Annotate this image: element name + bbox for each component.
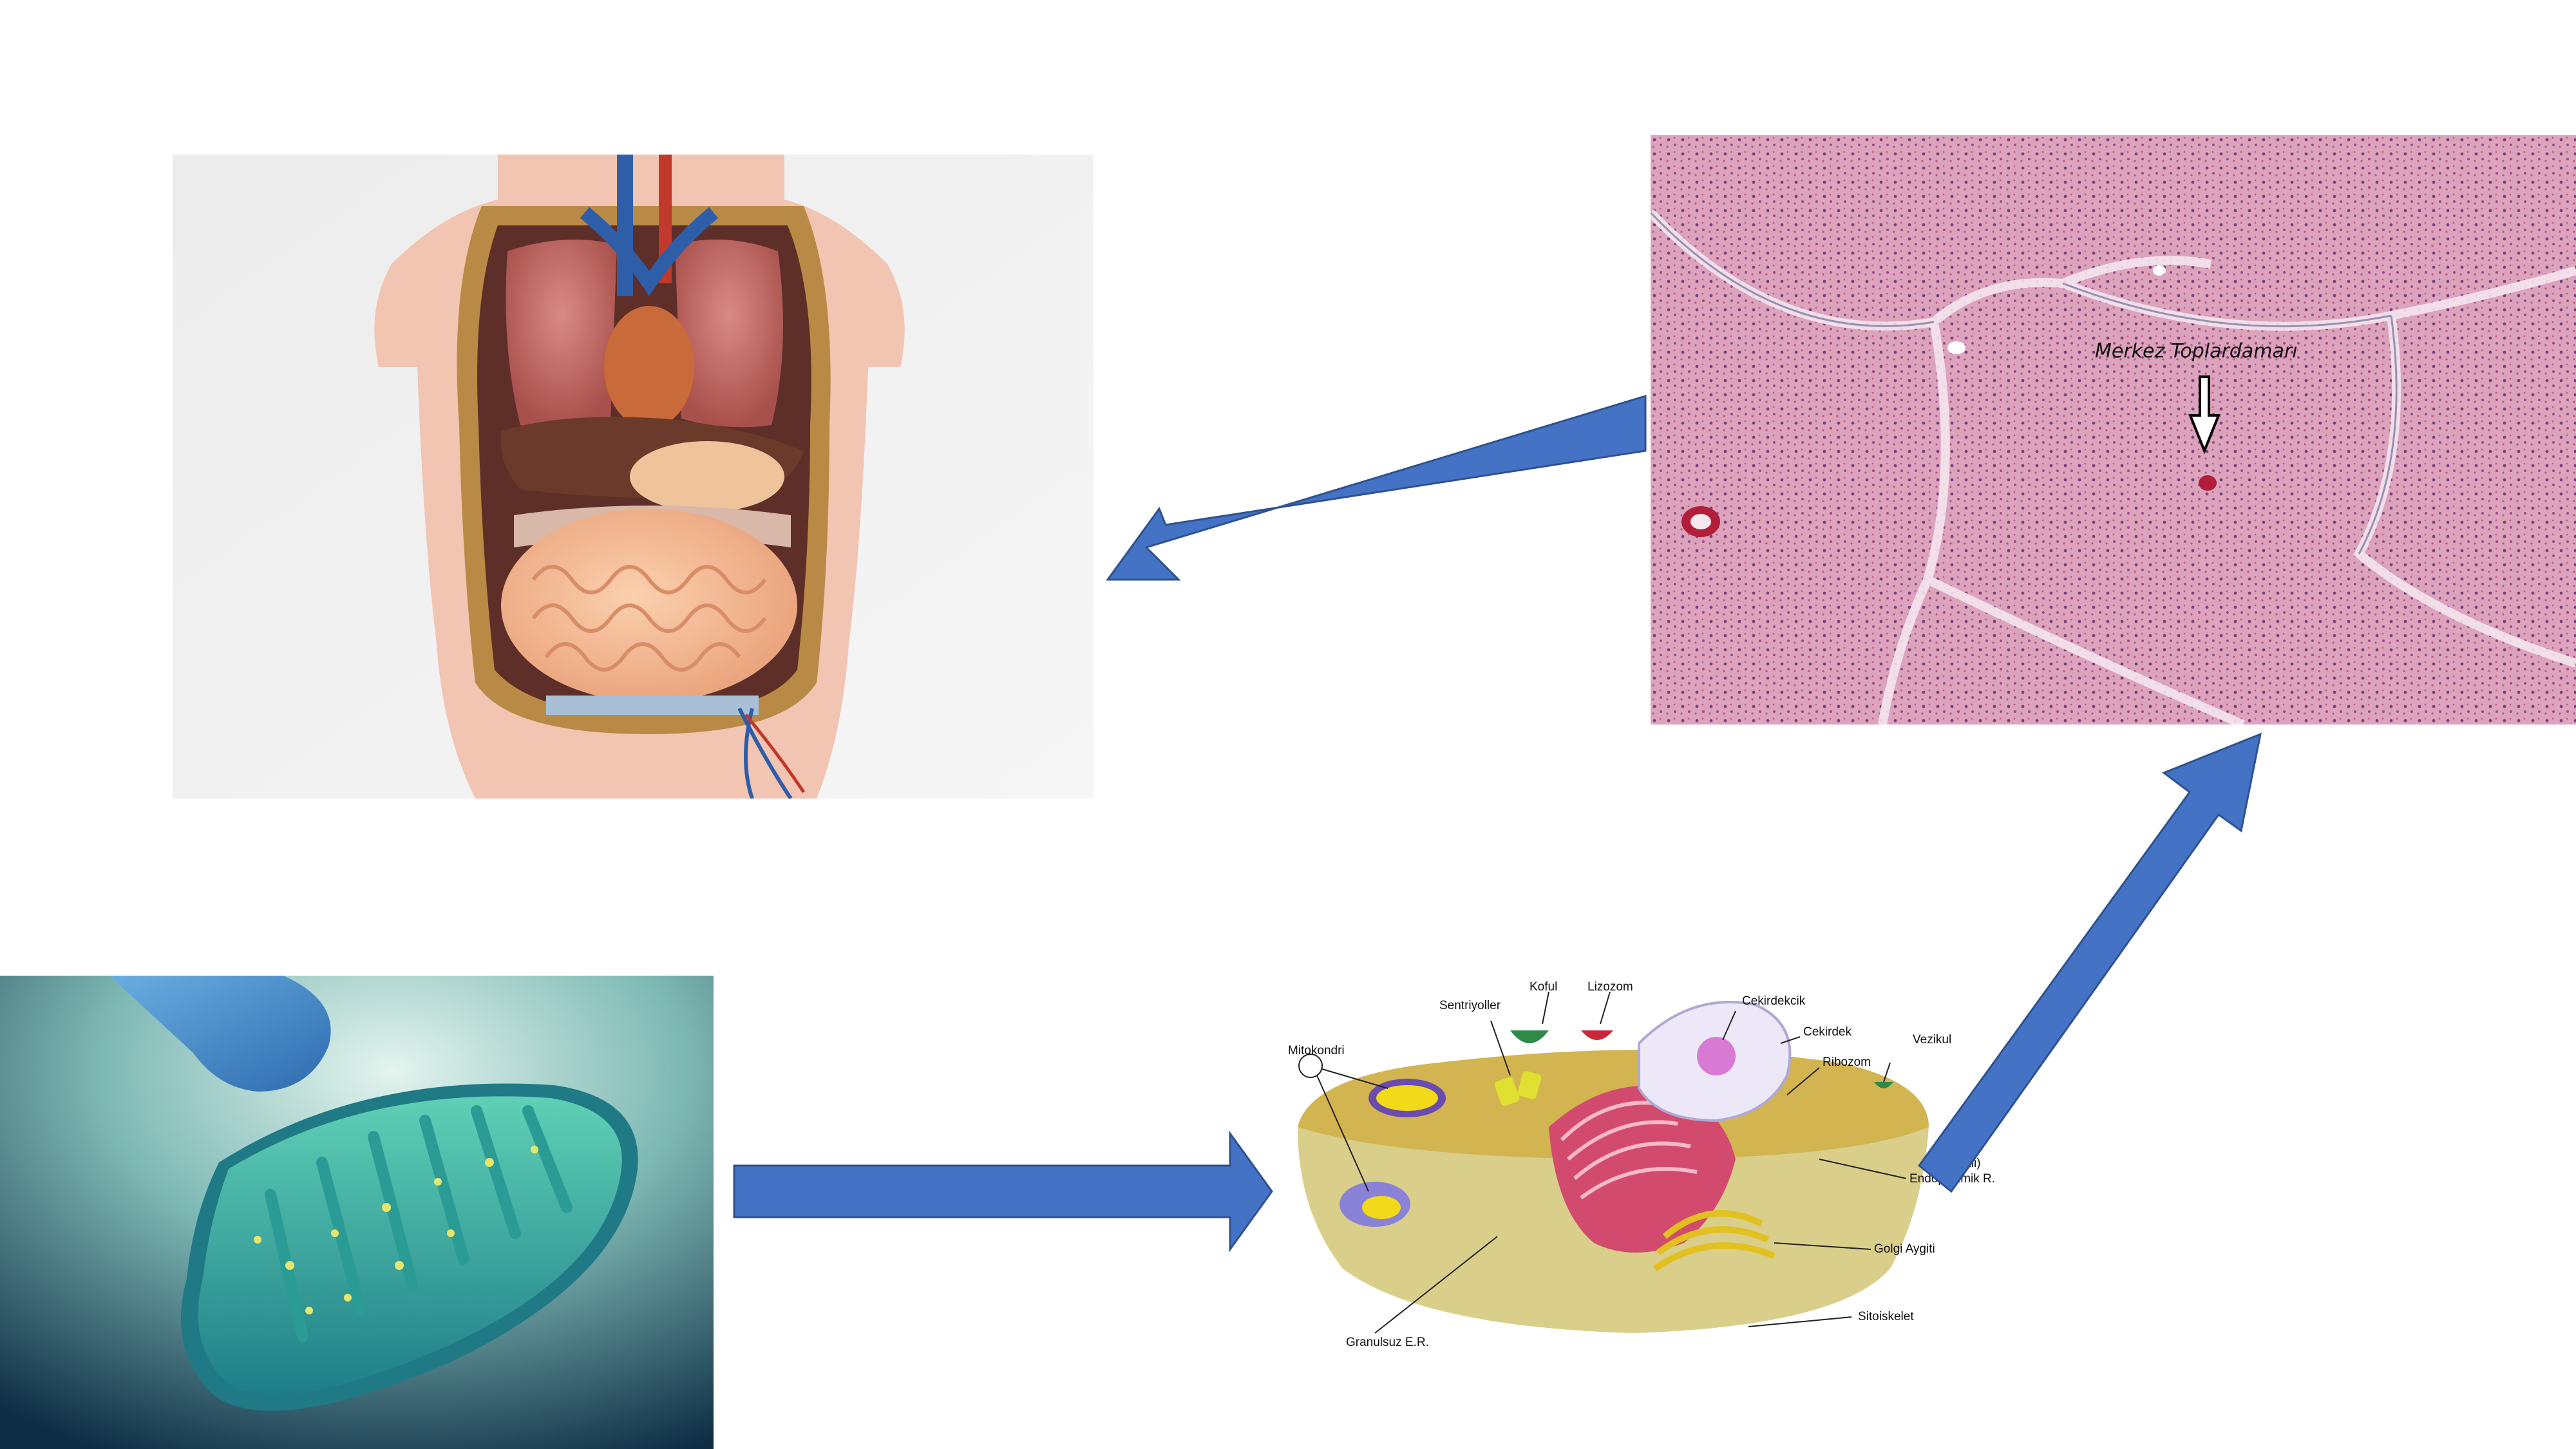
liver-histology-illustration: Merkez Toplardamarı (1651, 135, 2576, 724)
label-sentriyoller: Sentriyoller (1439, 999, 1501, 1012)
tissue-image: Merkez Toplardamarı (1651, 135, 2576, 724)
label-golgi: Golgi Aygiti (1874, 1242, 1935, 1256)
central-vein-pointer-icon (2188, 375, 2221, 455)
label-vezikul: Vezikul (1913, 1033, 1951, 1046)
arrow-organelle-to-cell-icon (733, 1130, 1273, 1253)
label-mitokondri: Mitokondri (1288, 1044, 1345, 1057)
animal-cell-illustration: Mitokondri Sentriyoller Koful Lizozom Ce… (1272, 966, 2058, 1385)
arrow-tissue-to-organ-icon (1106, 394, 1647, 581)
mitochondrion-illustration (0, 976, 714, 1449)
label-cekirdek: Cekirdek (1803, 1025, 1852, 1039)
organ-system-image (173, 155, 1094, 799)
label-ribozom: Ribozom (1823, 1056, 1871, 1069)
label-tanecikli: (Tanecikli) (1926, 1157, 1981, 1170)
label-cekirdekcik: Cekirdekcik (1742, 994, 1806, 1008)
cell-image: Mitokondri Sentriyoller Koful Lizozom Ce… (1272, 966, 2058, 1385)
central-vein-label: Merkez Toplardamarı (2095, 340, 2298, 363)
torso-model-illustration (173, 155, 1094, 799)
label-granulsuz: Granulsuz E.R. (1346, 1336, 1429, 1349)
label-endoplazmik: Endoplazmik R. (1909, 1172, 1995, 1186)
organelle-image (0, 976, 714, 1449)
label-sitoiskelet: Sitoiskelet (1858, 1310, 1914, 1323)
label-lizozom: Lizozom (1587, 980, 1633, 994)
label-koful: Koful (1530, 980, 1557, 994)
